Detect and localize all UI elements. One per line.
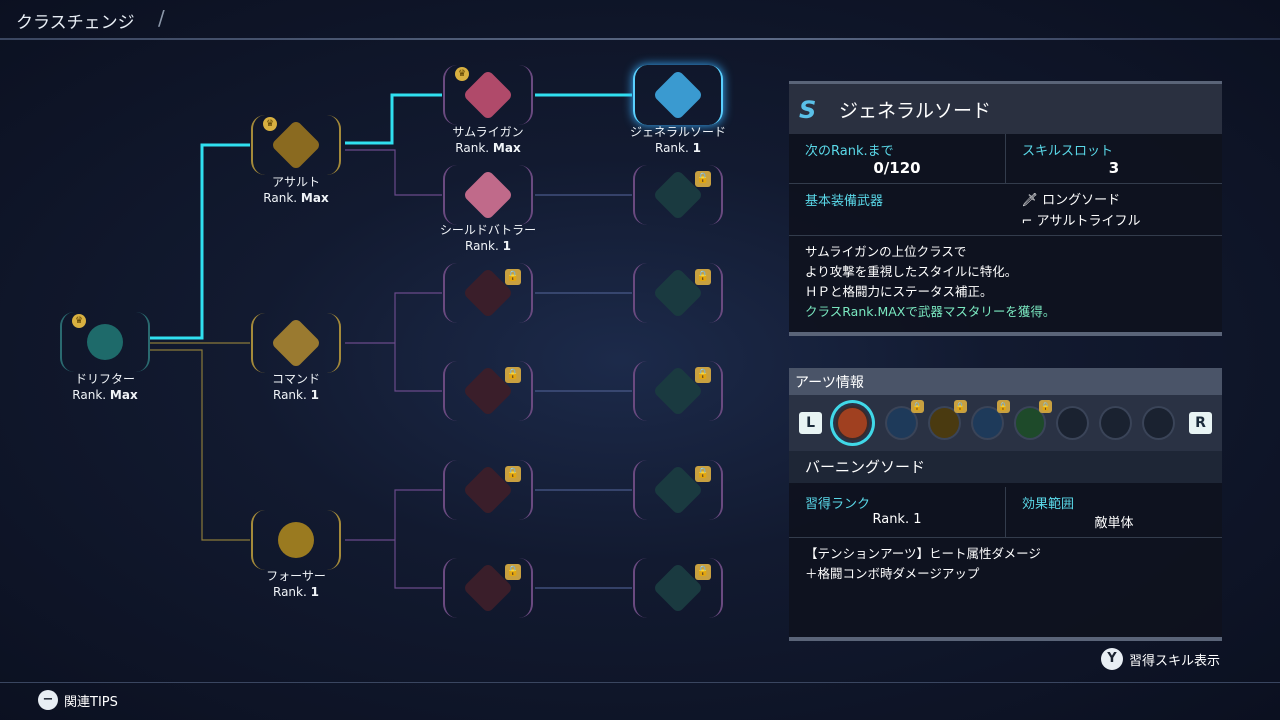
lock-icon: 🔒 xyxy=(910,400,924,413)
art-locked-icon[interactable]: 🔒 xyxy=(1013,400,1053,440)
class-node-command[interactable] xyxy=(251,313,341,373)
class-node-locked[interactable]: 🔒 xyxy=(633,460,723,520)
weapon-name: アサルトライフル xyxy=(1036,214,1141,229)
show-learned-skills-label: 習得スキル表示 xyxy=(1129,653,1221,669)
related-tips-label: 関連TIPS xyxy=(64,694,118,710)
class-node-shield-battler[interactable] xyxy=(443,165,533,225)
lock-icon: 🔒 xyxy=(695,564,711,580)
class-detail-title: ジェネラルソード xyxy=(839,99,992,122)
art-empty-slot xyxy=(1142,406,1175,440)
effect-range-value: 敵単体 xyxy=(1094,516,1134,531)
effect-range-label: 効果範囲 xyxy=(1022,497,1075,512)
lock-icon: 🔒 xyxy=(1039,400,1053,413)
arts-selector: L 🔒 🔒 🔒 🔒 R xyxy=(789,395,1222,451)
arts-info-header: アーツ情報 xyxy=(789,368,1222,395)
lock-icon: 🔒 xyxy=(695,171,711,187)
class-node-locked[interactable]: 🔒 xyxy=(633,558,723,618)
minus-button-icon: − xyxy=(38,690,58,710)
lock-icon: 🔒 xyxy=(505,564,521,580)
class-node-drifter[interactable]: ♛ xyxy=(60,312,150,372)
art-locked-icon[interactable]: 🔒 xyxy=(927,400,967,440)
page-title: クラスチェンジ xyxy=(16,13,135,33)
class-node-locked[interactable]: 🔒 xyxy=(443,558,533,618)
weapons-label: 基本装備武器 xyxy=(805,194,884,209)
header-divider xyxy=(0,38,1280,40)
class-tree-links xyxy=(150,93,632,589)
class-node-general-sword[interactable] xyxy=(633,65,723,125)
art-empty-slot xyxy=(1099,406,1133,440)
learn-rank-value: Rank. 1 xyxy=(872,512,922,527)
general-sword-class-icon: S xyxy=(799,96,817,124)
lock-icon: 🔒 xyxy=(695,269,711,285)
crown-icon: ♛ xyxy=(263,117,277,131)
title-divider: / xyxy=(158,6,165,30)
l-button[interactable]: L xyxy=(799,412,823,434)
weapon-name: ロングソード xyxy=(1042,193,1121,208)
r-button[interactable]: R xyxy=(1188,412,1213,434)
art-empty-slot xyxy=(1056,406,1090,440)
lock-icon: 🔒 xyxy=(505,466,521,482)
show-learned-skills-button[interactable]: Y 習得スキル表示 xyxy=(1101,648,1220,670)
next-rank-value: 0/120 xyxy=(873,159,921,177)
lock-icon: 🔒 xyxy=(996,400,1010,413)
class-node-locked[interactable]: 🔒 xyxy=(443,263,533,323)
class-node-locked[interactable]: 🔒 xyxy=(633,361,723,421)
next-rank-label: 次のRank.まで xyxy=(805,144,894,159)
art-description: 【テンションアーツ】ヒート属性ダメージ＋格闘コンボ時ダメージアップ xyxy=(805,546,1041,581)
skill-slot-label: スキルスロット xyxy=(1022,144,1114,159)
lock-icon: 🔒 xyxy=(953,400,967,413)
crown-icon: ♛ xyxy=(455,67,469,81)
class-node-forcer[interactable] xyxy=(251,510,341,570)
art-burning-sword-icon[interactable] xyxy=(830,400,875,446)
lock-icon: 🔒 xyxy=(505,367,521,383)
class-node-samurai-gunner[interactable]: ♛ xyxy=(443,65,533,125)
y-button-icon: Y xyxy=(1101,648,1123,670)
lock-icon: 🔒 xyxy=(695,466,711,482)
selected-art-name: バーニングソード xyxy=(789,451,1222,483)
class-node-locked[interactable]: 🔒 xyxy=(633,263,723,323)
class-node-locked[interactable]: 🔒 xyxy=(443,460,533,520)
lock-icon: 🔒 xyxy=(695,367,711,383)
lock-icon: 🔒 xyxy=(505,269,521,285)
related-tips-button[interactable]: −関連TIPS xyxy=(38,690,118,710)
learn-rank-label: 習得ランク xyxy=(805,497,871,512)
class-description: サムライガンの上位クラスでより攻撃を重視したスタイルに特化。ＨＰと格闘力にステー… xyxy=(805,244,1056,319)
class-node-locked[interactable]: 🔒 xyxy=(443,361,533,421)
skill-slot-value: 3 xyxy=(1108,159,1120,177)
art-locked-icon[interactable]: 🔒 xyxy=(970,400,1010,440)
crown-icon: ♛ xyxy=(72,314,86,328)
long-sword-icon: 🗡 xyxy=(1021,193,1039,208)
art-locked-icon[interactable]: 🔒 xyxy=(884,400,924,440)
class-node-locked[interactable]: 🔒 xyxy=(633,165,723,225)
class-node-assault[interactable]: ♛ xyxy=(251,115,341,175)
assault-rifle-icon: ⌐ xyxy=(1021,214,1033,229)
footer-divider xyxy=(0,682,1280,683)
